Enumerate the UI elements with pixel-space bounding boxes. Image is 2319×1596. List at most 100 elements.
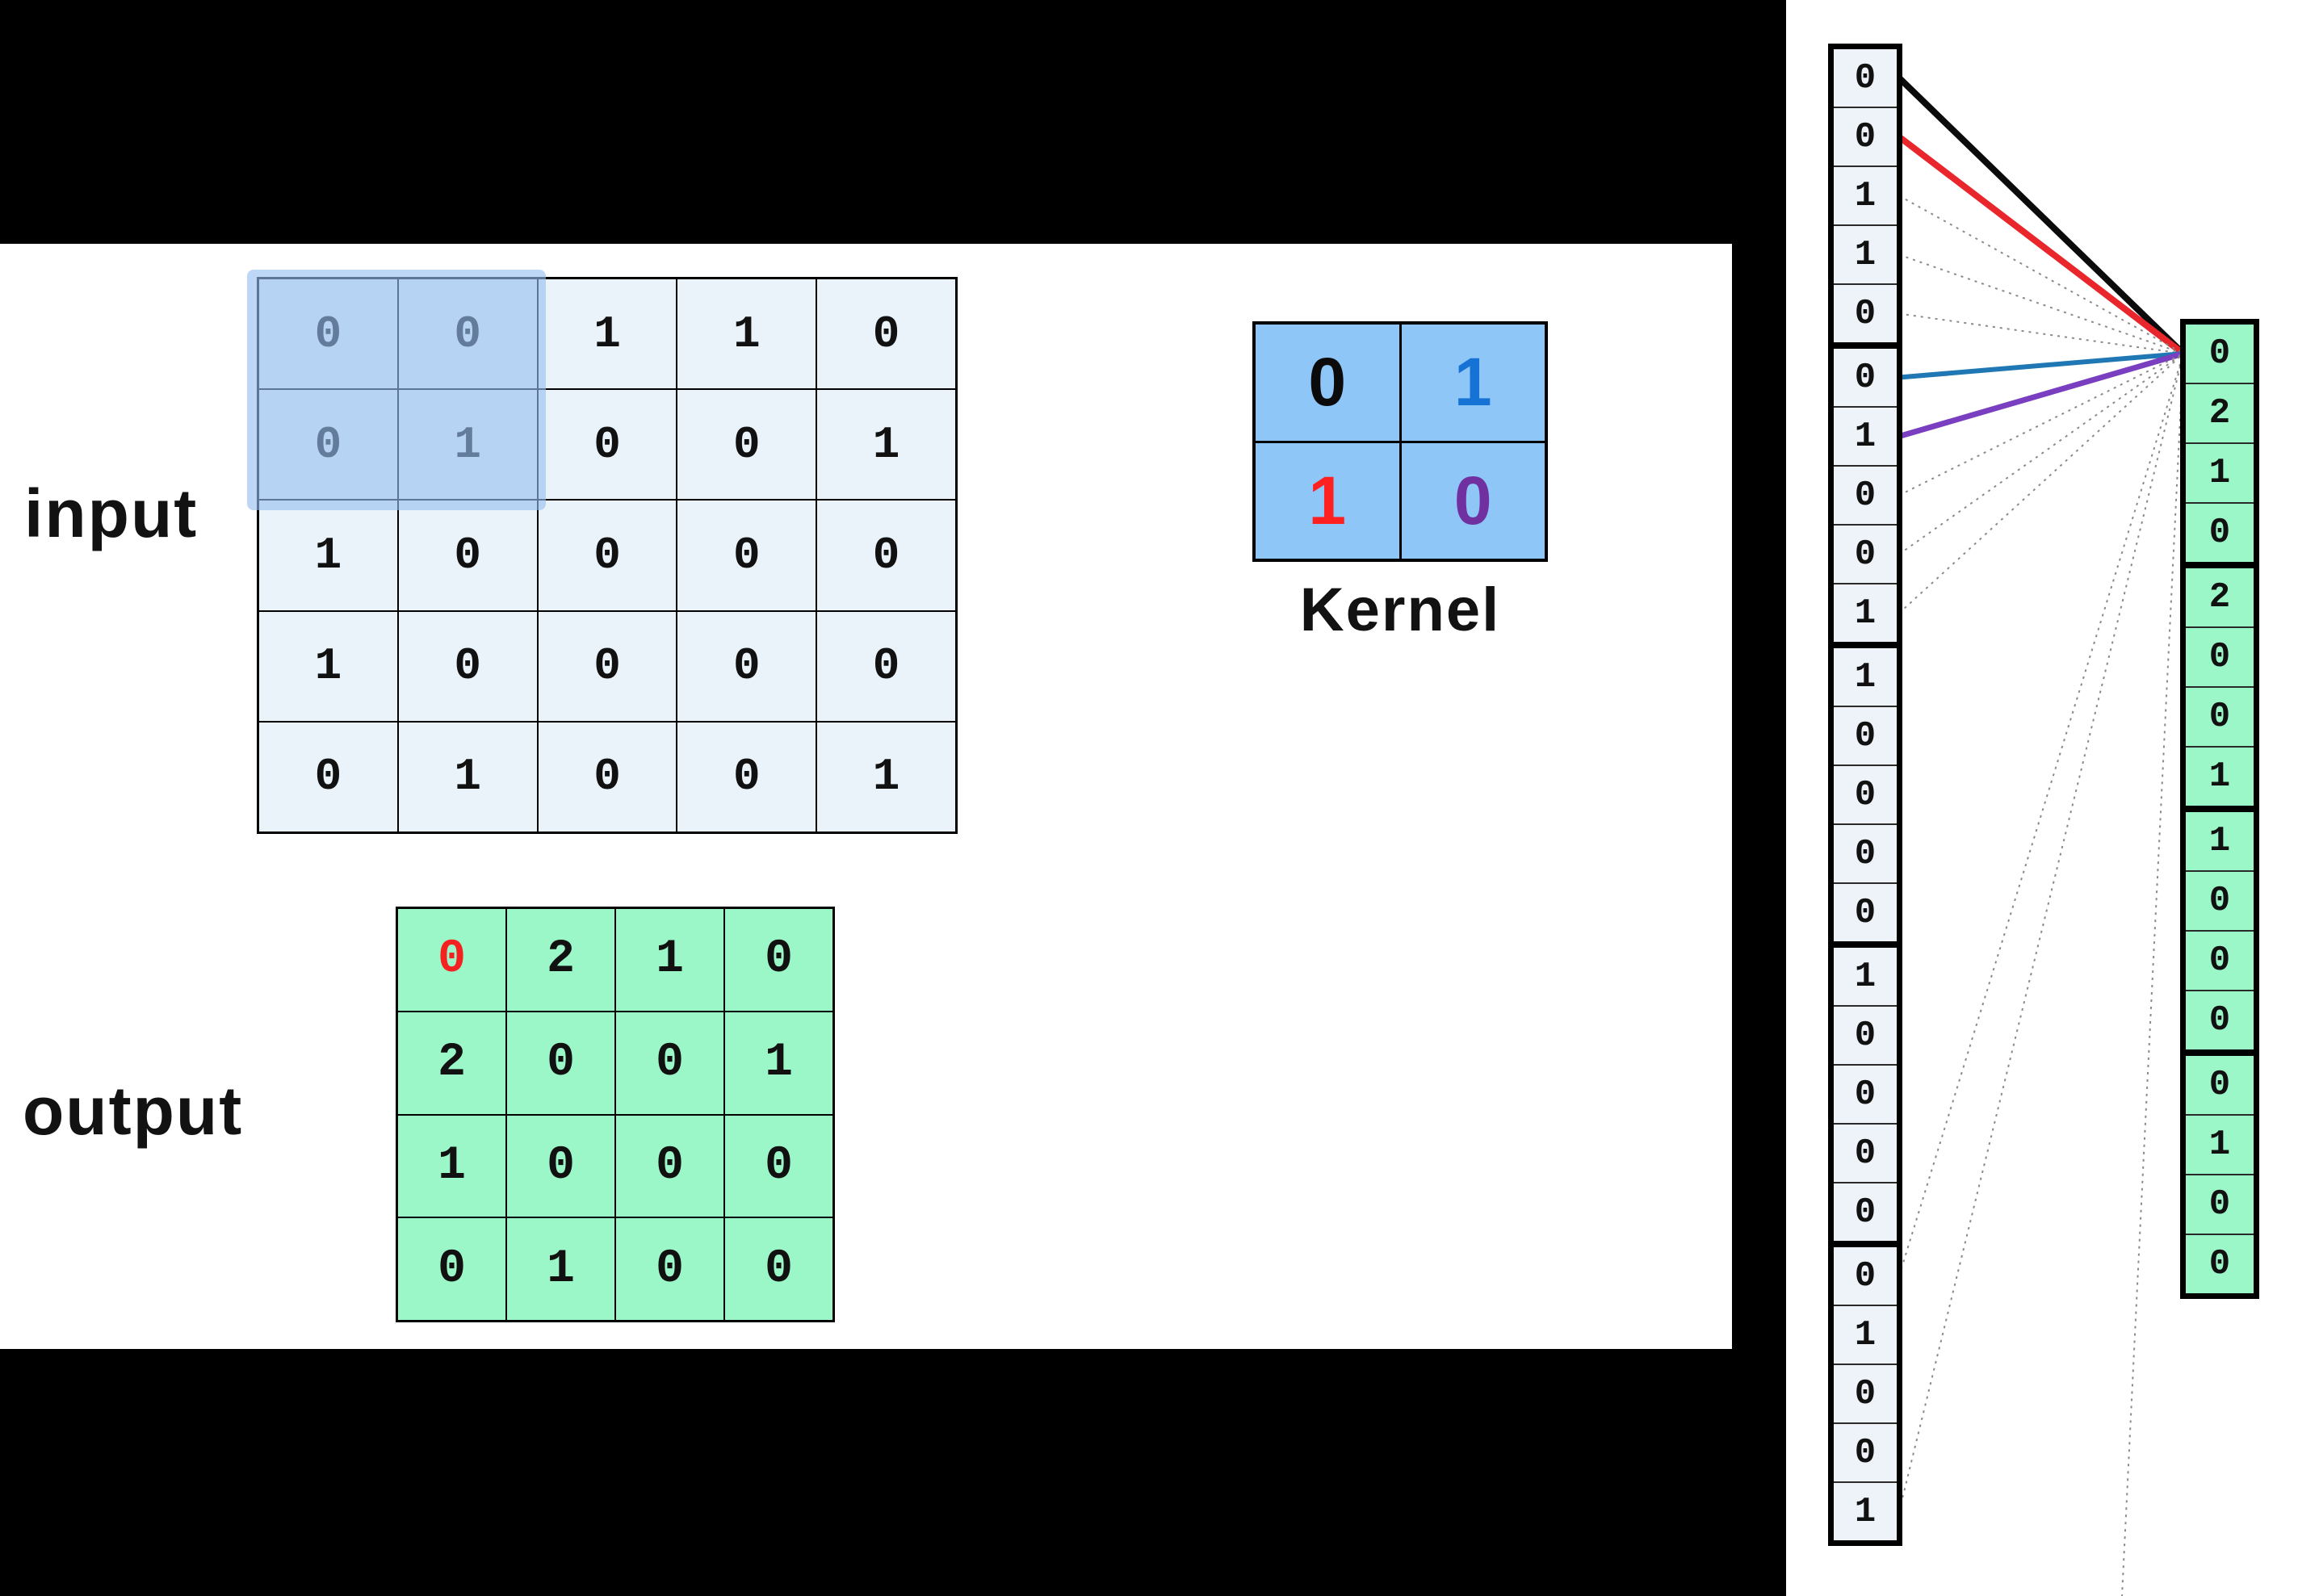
input-matrix-cell-r5c1: 0 — [259, 722, 397, 832]
kernel-matrix-cell-r1c1: 0 — [1256, 325, 1399, 441]
output-matrix-cell-r2c1: 2 — [398, 1012, 505, 1114]
input-vector-cell-17: 0 — [1834, 1005, 1897, 1064]
input-vector-cell-6: 0 — [1834, 349, 1897, 406]
connection-line-from-cell-7 — [1898, 350, 2184, 439]
input-matrix-cell-r4c2: 0 — [398, 611, 537, 721]
input-matrix-cell-r2c5: 1 — [817, 390, 955, 500]
output-matrix-cell-r3c4: 0 — [725, 1115, 832, 1217]
output-matrix-cell-r1c1: 0 — [398, 909, 505, 1011]
input-matrix-cell-r4c5: 0 — [817, 611, 955, 721]
input-matrix-cell-r4c4: 0 — [677, 611, 816, 721]
input-vector-cell-15: 0 — [1834, 882, 1897, 941]
output-vector-cell-13: 0 — [2186, 1056, 2254, 1114]
output-vector-cell-7: 0 — [2186, 686, 2254, 746]
input-vector-cell-7: 1 — [1834, 406, 1897, 465]
input-vector-cell-16: 1 — [1834, 948, 1897, 1005]
output-vector-cell-12: 0 — [2186, 990, 2254, 1049]
input-matrix-cell-r1c3: 1 — [538, 279, 677, 389]
input-vector-cell-4: 1 — [1834, 224, 1897, 283]
input-vector-cell-13: 0 — [1834, 764, 1897, 823]
output-vector-cell-11: 0 — [2186, 930, 2254, 990]
connection-line-offscreen — [2121, 353, 2184, 1596]
output-vector-cell-2: 2 — [2186, 383, 2254, 442]
input-vector-cell-25: 1 — [1834, 1481, 1897, 1540]
connection-line-from-cell-3 — [1898, 195, 2184, 354]
connection-line-from-cell-25 — [1898, 353, 2184, 1512]
input-vector-cell-12: 0 — [1834, 706, 1897, 764]
output-vector-cell-6: 0 — [2186, 626, 2254, 686]
input-vector-cell-8: 0 — [1834, 465, 1897, 524]
output-matrix-cell-r1c4: 0 — [725, 909, 832, 1011]
input-vector-cell-1: 0 — [1834, 49, 1897, 107]
output-vector-cell-1: 0 — [2186, 325, 2254, 383]
connection-line-from-cell-8 — [1898, 353, 2184, 496]
output-matrix-cell-r3c2: 0 — [507, 1115, 614, 1217]
input-vector-cell-14: 0 — [1834, 823, 1897, 882]
output-matrix-cell-r4c2: 1 — [507, 1218, 614, 1320]
input-vector-cell-21: 0 — [1834, 1247, 1897, 1305]
output-vector-cell-5: 2 — [2186, 568, 2254, 626]
input-matrix-cell-r1c5: 0 — [817, 279, 955, 389]
input-matrix-cell-r2c3: 0 — [538, 390, 677, 500]
connection-line-from-cell-4 — [1898, 253, 2184, 354]
input-label: input — [24, 475, 199, 551]
output-matrix-cell-r2c3: 0 — [616, 1012, 723, 1114]
output-vector-cell-14: 1 — [2186, 1114, 2254, 1174]
input-matrix-cell-r5c4: 0 — [677, 722, 816, 832]
input-matrix-cell-r3c2: 0 — [398, 501, 537, 610]
kernel-matrix-cell-r2c2: 0 — [1401, 442, 1545, 559]
input-vector-cell-5: 0 — [1834, 283, 1897, 342]
input-vector-cell-11: 1 — [1834, 648, 1897, 706]
kernel-window-highlight — [247, 270, 546, 510]
input-vector-cell-9: 0 — [1834, 524, 1897, 583]
input-matrix-cell-r5c2: 1 — [398, 722, 537, 832]
kernel-label: Kernel — [1299, 576, 1501, 644]
connection-line-from-cell-6 — [1898, 351, 2184, 380]
input-vector-cell-19: 0 — [1834, 1123, 1897, 1182]
output-vector-cell-15: 0 — [2186, 1174, 2254, 1234]
input-vector-cell-22: 1 — [1834, 1305, 1897, 1364]
input-matrix-cell-r3c4: 0 — [677, 501, 816, 610]
output-matrix-cell-r2c4: 1 — [725, 1012, 832, 1114]
input-vector-cell-10: 1 — [1834, 583, 1897, 642]
input-matrix-cell-r2c4: 0 — [677, 390, 816, 500]
kernel-matrix-cell-r1c2: 1 — [1401, 325, 1545, 441]
output-matrix-cell-r2c2: 0 — [507, 1012, 614, 1114]
output-matrix-cell-r4c4: 0 — [725, 1218, 832, 1320]
input-matrix-cell-r4c3: 0 — [538, 611, 677, 721]
input-vector-cell-2: 0 — [1834, 107, 1897, 165]
input-vector-cell-3: 1 — [1834, 165, 1897, 224]
output-matrix-cell-r4c3: 0 — [616, 1218, 723, 1320]
output-label: output — [23, 1073, 244, 1149]
input-vector-cell-18: 0 — [1834, 1064, 1897, 1123]
input-matrix-cell-r3c3: 0 — [538, 501, 677, 610]
output-vector-cell-8: 1 — [2186, 746, 2254, 806]
input-matrix-cell-r4c1: 1 — [259, 611, 397, 721]
connection-line-from-cell-9 — [1898, 353, 2184, 555]
input-matrix-cell-r3c5: 0 — [817, 501, 955, 610]
output-vector-cell-10: 0 — [2186, 870, 2254, 930]
output-vector-cell-4: 0 — [2186, 502, 2254, 562]
input-vector-cell-24: 0 — [1834, 1422, 1897, 1481]
connection-line-from-cell-2 — [1897, 134, 2186, 357]
output-vector-cell-3: 1 — [2186, 442, 2254, 502]
output-matrix-cell-r1c3: 1 — [616, 909, 723, 1011]
output-matrix-cell-r1c2: 2 — [507, 909, 614, 1011]
input-vector-cell-23: 0 — [1834, 1364, 1897, 1422]
kernel-matrix-cell-r2c1: 1 — [1256, 442, 1399, 559]
output-vector-cell-16: 0 — [2186, 1234, 2254, 1293]
input-matrix-cell-r5c3: 0 — [538, 722, 677, 832]
output-matrix-cell-r4c1: 0 — [398, 1218, 505, 1320]
